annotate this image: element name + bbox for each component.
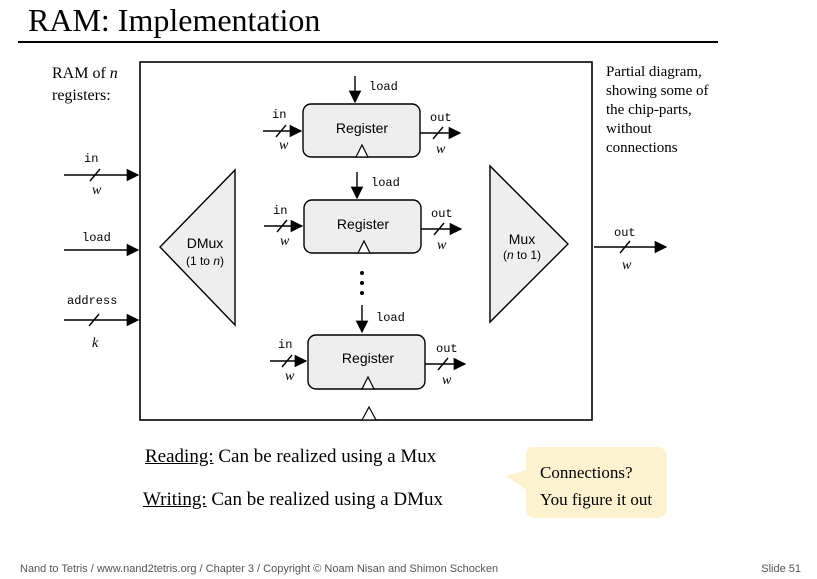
clock-triangle bbox=[361, 375, 375, 390]
note-line: connections bbox=[606, 140, 678, 156]
register-in-label: in bbox=[273, 204, 287, 218]
bus-slash bbox=[432, 126, 444, 140]
register-block: load Register in w out w bbox=[263, 76, 462, 158]
register-out-width: w bbox=[442, 373, 452, 388]
ram-label: RAM of n registers: bbox=[52, 63, 142, 107]
bubble-line2: You figure it out bbox=[540, 490, 653, 509]
input-in-label: in bbox=[84, 152, 98, 166]
dmux-block: DMux (1 to n) bbox=[159, 168, 236, 327]
note-line: without bbox=[606, 121, 652, 137]
slide-number: Slide 51 bbox=[761, 563, 801, 575]
register-in-width: w bbox=[279, 138, 289, 153]
input-load: load bbox=[64, 231, 140, 257]
register-in-label: in bbox=[278, 338, 292, 352]
reading-line: Reading: Can be realized using a Mux bbox=[145, 446, 436, 468]
ram-label-line1: RAM of n bbox=[52, 63, 142, 85]
writing-line: Writing: Can be realized using a DMux bbox=[143, 489, 443, 511]
note-line: the chip-parts, bbox=[606, 102, 692, 118]
bus-slash bbox=[433, 222, 445, 236]
mux-label: Mux bbox=[509, 231, 535, 247]
title-divider bbox=[18, 41, 718, 43]
partial-diagram-note: Partial diagram, showing some of the chi… bbox=[606, 63, 736, 158]
register-out-width: w bbox=[437, 238, 447, 253]
dmux-range: (1 to n) bbox=[186, 254, 224, 268]
input-address: address k bbox=[64, 294, 140, 351]
register-load-label: load bbox=[371, 176, 400, 190]
bus-slash bbox=[275, 124, 287, 138]
register-out-width: w bbox=[436, 142, 446, 157]
register-label: Register bbox=[336, 120, 388, 136]
register-out-label: out bbox=[430, 111, 452, 125]
input-in: in w bbox=[64, 152, 140, 198]
speech-bubble bbox=[506, 447, 667, 518]
clock-triangle bbox=[357, 239, 371, 254]
register-label: Register bbox=[342, 350, 394, 366]
register-out-label: out bbox=[436, 342, 458, 356]
writing-lead: Writing: bbox=[143, 489, 207, 510]
ellipsis-dots bbox=[360, 271, 364, 295]
bus-slash bbox=[89, 168, 101, 182]
input-load-label: load bbox=[82, 231, 111, 245]
bus-slash bbox=[437, 357, 449, 371]
register-block: load Register in w out w bbox=[264, 172, 463, 254]
note-line: showing some of bbox=[606, 83, 709, 99]
register-load-label: load bbox=[369, 80, 398, 94]
ram-label-line2: registers: bbox=[52, 87, 111, 104]
register-out-label: out bbox=[431, 207, 453, 221]
ram-label-text: RAM of n bbox=[52, 65, 118, 82]
reading-lead: Reading: bbox=[145, 446, 214, 467]
bubble-text: Connections? You figure it out bbox=[540, 459, 652, 513]
bus-slash bbox=[88, 313, 100, 327]
output-out-width: w bbox=[622, 258, 632, 273]
register-block: load Register in w out w bbox=[270, 305, 467, 390]
dmux-label: DMux bbox=[187, 235, 224, 251]
footer-copyright: Nand to Tetris / www.nand2tetris.org / C… bbox=[20, 563, 499, 575]
register-load-label: load bbox=[376, 311, 405, 325]
mux-range: (n to 1) bbox=[503, 248, 541, 262]
output-out: out w bbox=[594, 226, 668, 273]
note-line: Partial diagram, bbox=[606, 64, 702, 80]
reading-text: Can be realized using a Mux bbox=[213, 446, 437, 467]
input-in-width: w bbox=[92, 183, 102, 198]
bus-slash bbox=[281, 354, 293, 368]
register-in-width: w bbox=[285, 369, 295, 384]
writing-text: Can be realized using a DMux bbox=[206, 489, 444, 510]
output-out-label: out bbox=[614, 226, 636, 240]
input-address-label: address bbox=[67, 294, 117, 308]
register-in-label: in bbox=[272, 108, 286, 122]
register-label: Register bbox=[337, 216, 389, 232]
bubble-line1: Connections? bbox=[540, 463, 633, 482]
ram-clock-triangle bbox=[360, 405, 378, 421]
input-address-width: k bbox=[92, 336, 99, 351]
slide-title: RAM: Implementation bbox=[28, 2, 321, 38]
clock-triangle bbox=[355, 143, 369, 158]
mux-block: Mux (n to 1) bbox=[489, 164, 569, 324]
register-in-width: w bbox=[280, 234, 290, 249]
bus-slash bbox=[619, 240, 631, 254]
bus-slash bbox=[276, 219, 288, 233]
